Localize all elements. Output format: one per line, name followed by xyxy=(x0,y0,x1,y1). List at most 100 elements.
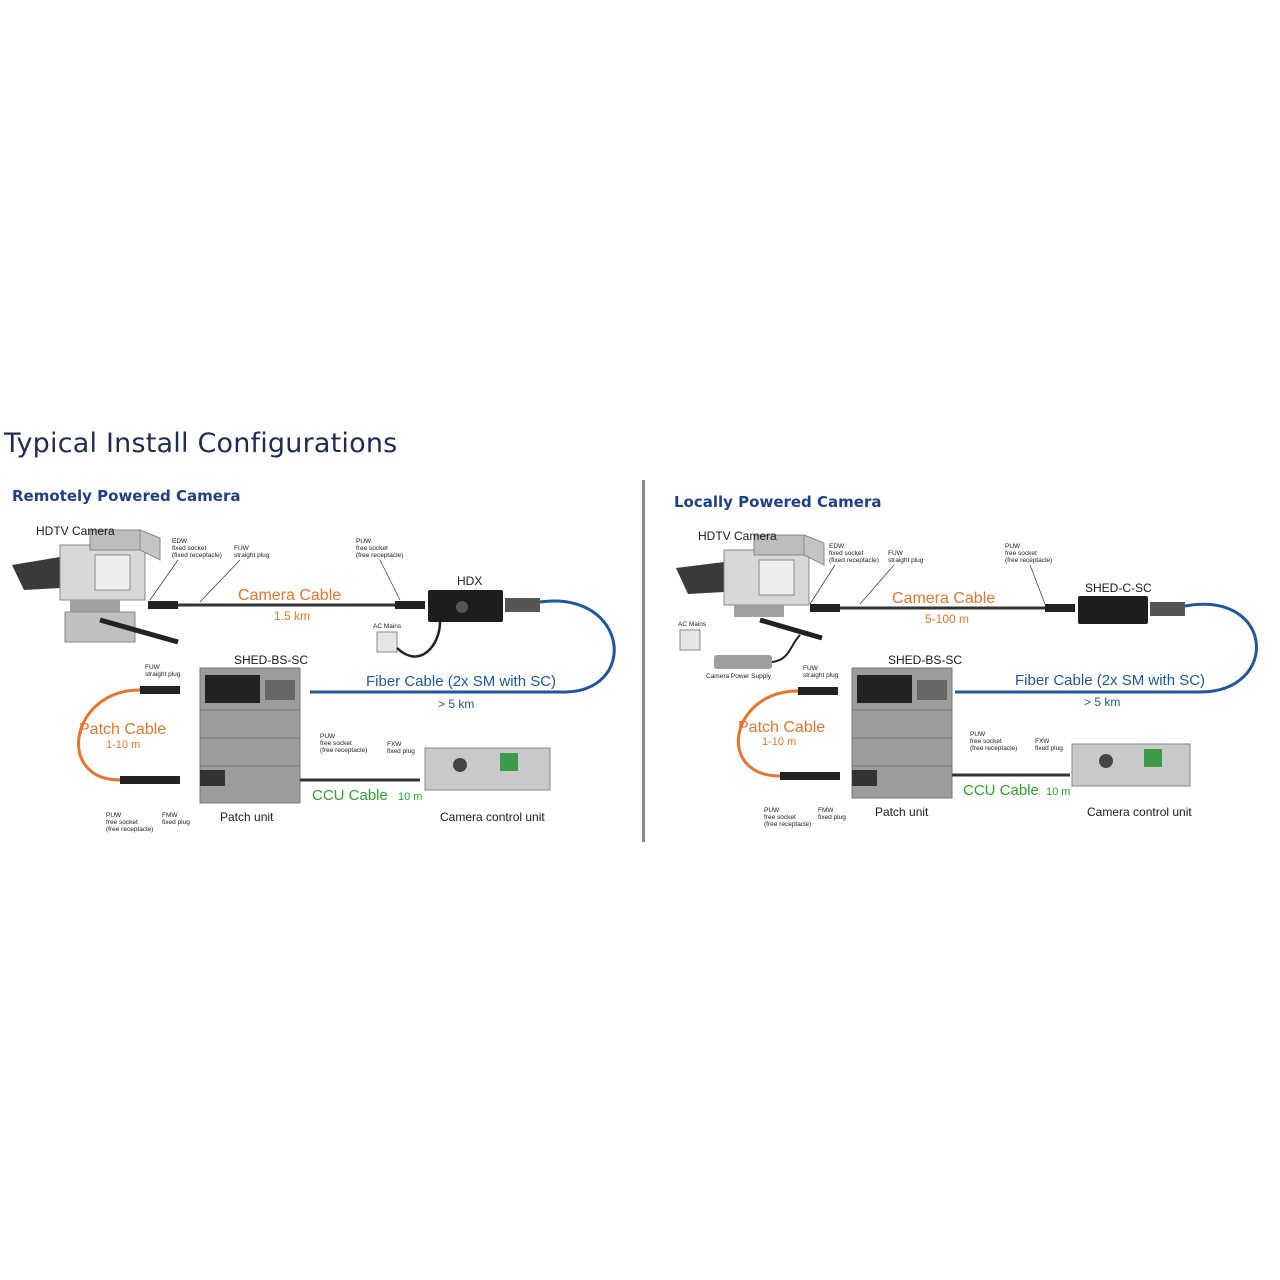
camera-cable-length: 1.5 km xyxy=(274,609,310,623)
puw-connector-icon xyxy=(1045,604,1075,612)
svg-text:straight plug: straight plug xyxy=(234,552,270,559)
power-supply-icon xyxy=(714,655,772,669)
panel-divider xyxy=(642,480,645,842)
svg-text:PUW: PUW xyxy=(106,812,122,819)
svg-text:PUW: PUW xyxy=(1005,543,1021,550)
fiber-cable-label: Fiber Cable (2x SM with SC) xyxy=(366,673,556,690)
svg-text:fixed socket: fixed socket xyxy=(172,545,207,552)
camera-label: HDTV Camera xyxy=(698,529,777,543)
puw-top-label: PUW free socket (free receptacle) xyxy=(356,538,403,559)
panel-local: Locally Powered Camera HDTV Camera EDW f… xyxy=(650,470,1280,860)
fmw-connector-icon xyxy=(780,772,840,780)
hdtv-camera-icon xyxy=(12,529,179,645)
patch-unit-label: Patch unit xyxy=(875,805,929,819)
power-supply-label: Camera Power Supply xyxy=(706,673,772,680)
edw-connector-icon xyxy=(810,604,840,612)
shed-c-unit-icon xyxy=(1078,596,1148,624)
ccu-cable-length: 10 m xyxy=(398,791,422,803)
svg-text:EDW: EDW xyxy=(172,538,188,545)
svg-text:free socket: free socket xyxy=(320,740,352,747)
svg-text:straight plug: straight plug xyxy=(145,671,181,678)
camera-control-unit-icon xyxy=(1071,743,1191,787)
patch-cable-label: Patch Cable xyxy=(738,719,825,736)
svg-text:fixed plug: fixed plug xyxy=(162,819,190,826)
fiber-cable-length: > 5 km xyxy=(1084,695,1120,709)
camera-cable-length: 5-100 m xyxy=(925,612,969,626)
svg-text:(free receptacle): (free receptacle) xyxy=(1005,557,1052,564)
svg-text:fixed plug: fixed plug xyxy=(387,748,415,755)
svg-text:fixed socket: fixed socket xyxy=(829,550,864,557)
svg-text:free socket: free socket xyxy=(970,738,1002,745)
ac-socket-icon xyxy=(679,629,701,651)
puw-bottom-label: PUW free socket (free receptacle) xyxy=(106,812,153,833)
camera-cable-label: Camera Cable xyxy=(238,587,341,604)
puw-top-label: PUW free socket (free receptacle) xyxy=(1005,543,1052,564)
fmw-label: FMW fixed plug xyxy=(818,807,846,821)
svg-text:free socket: free socket xyxy=(764,814,796,821)
subtitle: Remotely Powered Camera xyxy=(12,487,240,505)
puw-mid-label: PUW free socket (free receptacle) xyxy=(320,733,367,754)
patch-cable-line xyxy=(77,688,141,782)
svg-text:FUW: FUW xyxy=(803,665,819,672)
fuw-connector-icon xyxy=(798,687,838,695)
ccu-label: Camera control unit xyxy=(1087,805,1192,819)
svg-text:free socket: free socket xyxy=(1005,550,1037,557)
patch-unit-label: Patch unit xyxy=(220,810,274,824)
svg-text:(free receptacle): (free receptacle) xyxy=(764,821,811,828)
hdtv-camera-icon xyxy=(676,534,825,641)
camera-label: HDTV Camera xyxy=(36,524,115,538)
svg-text:PUW: PUW xyxy=(356,538,372,545)
fmw-connector-icon xyxy=(120,776,180,784)
svg-text:fixed plug: fixed plug xyxy=(818,814,846,821)
svg-text:(free receptacle): (free receptacle) xyxy=(970,745,1017,752)
svg-text:PUW: PUW xyxy=(320,733,336,740)
panel-remote: Remotely Powered Camera HDTV Camera EDW … xyxy=(0,470,640,860)
edw-label: EDW fixed socket (fixed receptacle) xyxy=(829,543,879,564)
fxw-label: FXW fixed plug xyxy=(387,741,415,755)
svg-text:straight plug: straight plug xyxy=(888,557,924,564)
svg-text:FUW: FUW xyxy=(145,664,161,671)
svg-text:free socket: free socket xyxy=(356,545,388,552)
fiber-cable-line xyxy=(955,602,1258,694)
fxw-label: FXW fixed plug xyxy=(1035,738,1063,752)
edw-connector-icon xyxy=(148,601,178,609)
svg-text:(free receptacle): (free receptacle) xyxy=(320,747,367,754)
sc-connector-icon xyxy=(505,598,540,612)
patch-cable-length: 1-10 m xyxy=(106,739,140,751)
ac-socket-icon xyxy=(376,631,398,653)
svg-text:FMW: FMW xyxy=(818,807,834,814)
puw-bottom-label: PUW free socket (free receptacle) xyxy=(764,807,811,828)
fuw-left-label: FUW straight plug xyxy=(145,664,181,678)
diagram-local: Locally Powered Camera HDTV Camera EDW f… xyxy=(674,493,1258,828)
subtitle: Locally Powered Camera xyxy=(674,493,881,511)
puw-mid-label: PUW free socket (free receptacle) xyxy=(970,731,1017,752)
camera-cable-label: Camera Cable xyxy=(892,590,995,607)
svg-text:FMW: FMW xyxy=(162,812,178,819)
svg-text:(fixed receptacle): (fixed receptacle) xyxy=(172,552,222,559)
shed-label: SHED-BS-SC xyxy=(888,653,962,667)
svg-text:FXW: FXW xyxy=(387,741,402,748)
ac-mains-label: AC Mains xyxy=(373,623,402,630)
svg-text:PUW: PUW xyxy=(764,807,780,814)
hdx-label: HDX xyxy=(457,574,482,588)
ccu-cable-length: 10 m xyxy=(1046,786,1070,798)
diagram-remote: Remotely Powered Camera HDTV Camera EDW … xyxy=(12,487,616,833)
fuw-left-label: FUW straight plug xyxy=(803,665,839,679)
edw-label: EDW fixed socket (fixed receptacle) xyxy=(172,538,222,559)
ccu-cable-label: CCU Cable xyxy=(963,782,1039,799)
svg-text:(free receptacle): (free receptacle) xyxy=(106,826,153,833)
fuw-top-label: FUW straight plug xyxy=(888,550,924,564)
ccu-cable-label: CCU Cable xyxy=(312,787,388,804)
fiber-cable-line xyxy=(310,599,616,694)
patch-cable-line xyxy=(737,689,799,778)
svg-text:FUW: FUW xyxy=(234,545,250,552)
sc-connector-icon xyxy=(1150,602,1185,616)
fuw-connector-icon xyxy=(140,686,180,694)
shed-c-label: SHED-C-SC xyxy=(1085,581,1152,595)
patch-cable-label: Patch Cable xyxy=(79,721,166,738)
svg-text:PUW: PUW xyxy=(970,731,986,738)
svg-text:straight plug: straight plug xyxy=(803,672,839,679)
svg-text:FUW: FUW xyxy=(888,550,904,557)
shed-label: SHED-BS-SC xyxy=(234,653,308,667)
svg-text:fixed plug: fixed plug xyxy=(1035,745,1063,752)
